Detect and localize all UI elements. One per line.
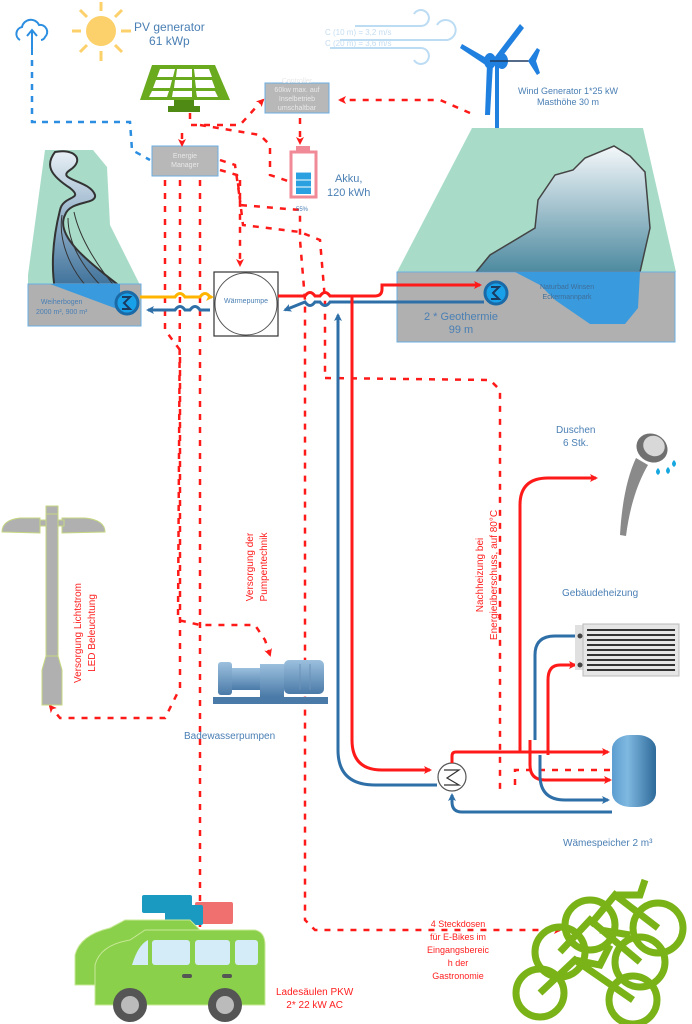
- battery-icon: [289, 146, 318, 199]
- brine-warm-pipe: [140, 292, 214, 301]
- hot-riser: [350, 296, 432, 774]
- ebike-line3: Eingangsbereic: [426, 945, 490, 955]
- heating-label: Gebäudeheizung: [562, 588, 639, 599]
- cold-riser: [334, 313, 437, 787]
- controller-label: Controller 60kw max. auf Inselbetrieb um…: [265, 77, 329, 117]
- pond-label-line1: Weiherbogen: [40, 299, 83, 306]
- street-lamp-icon: [1, 505, 106, 706]
- hot-pipe-geothermal: [278, 281, 482, 298]
- naturbad-label: Naturbad Winsen Eckermannpark: [540, 283, 594, 303]
- storage-loop-red: [528, 740, 612, 784]
- energy-manager-line2: Manager: [171, 162, 199, 169]
- naturbad-scene: [396, 128, 676, 343]
- reheat-label-line2: Energieüberschuss, auf 80°C: [489, 509, 500, 641]
- sun-icon: [72, 2, 131, 61]
- battery-charge-level: [296, 172, 311, 194]
- wind-speed-10m: C (10 m) = 3,2 m/s: [325, 28, 392, 37]
- geothermal-label-line1: 2 * Geothermie: [424, 311, 498, 323]
- ebike-line2: für E-Bikes im: [429, 932, 486, 942]
- controller-line4: umschaltbar: [277, 105, 317, 112]
- electric-lines: [48, 96, 622, 1004]
- controller-line3: Inselbetrieb: [278, 96, 316, 103]
- car-icon: [74, 895, 266, 1022]
- showers-label: Duschen 6 Stk.: [556, 424, 595, 450]
- pump-supply-label: Versorgung der Pumpentechnik: [244, 517, 272, 617]
- pv-label: PV generator 61 kWp: [134, 20, 205, 48]
- brine-cold-pipe: [146, 305, 210, 314]
- reheat-label-line1: Nachheizung bei: [475, 537, 486, 613]
- storage-tank-icon: [612, 735, 656, 807]
- lighting-label: Versorgung Lichtstrom LED Beleuchtung: [72, 563, 100, 703]
- battery-label: Akku, 120 kWh: [327, 172, 370, 200]
- cold-pipe-geothermal: [283, 300, 484, 312]
- geothermal-label: 2 * Geothermie 99 m: [424, 311, 498, 337]
- controller-box[interactable]: [264, 82, 330, 114]
- wind-icon: [330, 9, 457, 65]
- pump-supply-line1: Versorgung der: [245, 532, 256, 602]
- water-pump-icon: [213, 660, 328, 704]
- naturbad-label-line2: Eckermannpark: [542, 294, 592, 301]
- pump-supply-line2: Pumpentechnik: [259, 532, 270, 602]
- storage-loop-blue: [538, 755, 610, 804]
- heat-exchanger-icon: [437, 762, 467, 792]
- data-link-line: [30, 60, 151, 162]
- wind-speed-20m: C (20 m) = 3,6 m/s: [325, 39, 392, 48]
- wind-turbine-icon: [460, 24, 540, 132]
- lighting-label-line2: LED Beleuchtung: [87, 594, 98, 672]
- ebike-icon: [512, 878, 687, 1024]
- pumps-label: Badewasserpumpen: [184, 731, 276, 742]
- wind-label-line2: Masthöhe 30 m: [537, 97, 600, 107]
- heating-return-pipe: [533, 634, 576, 740]
- radiator-icon: [575, 623, 680, 677]
- pv-label-line1: PV generator: [134, 20, 205, 34]
- controller-line1: Controller: [281, 78, 313, 85]
- reheat-label: Nachheizung bei Energieüberschuss, auf 8…: [474, 485, 502, 665]
- cloud-upload-icon: [15, 18, 49, 55]
- controller-line2: 60kw max. auf: [274, 87, 320, 94]
- battery-charge-text: 55%: [296, 207, 309, 213]
- naturbad-label-line1: Naturbad Winsen: [540, 284, 595, 291]
- ebike-line4: h der: [447, 958, 469, 968]
- storage-label: Wämespeicher 2 m³: [563, 838, 653, 849]
- wind-speed-readout: C (10 m) = 3,2 m/s C (20 m) = 3,6 m/s: [325, 27, 391, 49]
- ebike-label: 4 Steckdosen für E-Bikes im Eingangsbere…: [418, 918, 498, 983]
- showers-label-line1: Duschen: [556, 425, 596, 436]
- pv-label-line2: 61 kWp: [149, 34, 190, 48]
- car-charging-line2: 2* 22 kW AC: [286, 1000, 343, 1011]
- shower-icon: [620, 433, 676, 536]
- energy-manager-line1: Energie: [172, 153, 198, 160]
- solar-panel-icon: [140, 65, 230, 112]
- pond-label-line2: 2000 m², 900 m³: [36, 309, 88, 316]
- storage-supply-pipe: [450, 748, 610, 763]
- showers-label-line2: 6 Stk.: [562, 438, 589, 449]
- wind-label-line1: Wind Generator 1*25 kW: [518, 86, 619, 96]
- shower-supply-pipe: [518, 474, 598, 752]
- car-charging-label: Ladesäulen PKW 2* 22 kW AC: [276, 986, 353, 1012]
- storage-return-pipe: [448, 793, 612, 814]
- wind-label: Wind Generator 1*25 kW Masthöhe 30 m: [518, 86, 618, 108]
- heat-pump-icon[interactable]: [213, 271, 279, 337]
- heat-pump-label: Wärmepumpe: [224, 298, 268, 305]
- battery-label-line1: Akku,: [334, 173, 363, 185]
- ebike-line1: 4 Steckdosen: [430, 919, 486, 929]
- pond-scene: [27, 150, 142, 327]
- lighting-label-line1: Versorgung Lichtstrom: [73, 582, 84, 684]
- battery-label-line2: 120 kWh: [327, 187, 371, 199]
- car-charging-line1: Ladesäulen PKW: [276, 987, 354, 998]
- ebike-line5: Gastronomie: [432, 971, 484, 981]
- pond-label: Weiherbogen 2000 m², 900 m³: [36, 298, 87, 318]
- energy-manager-label: Energie Manager: [152, 152, 218, 170]
- heating-supply-pipe: [546, 661, 577, 755]
- geothermal-label-line2: 99 m: [448, 324, 474, 336]
